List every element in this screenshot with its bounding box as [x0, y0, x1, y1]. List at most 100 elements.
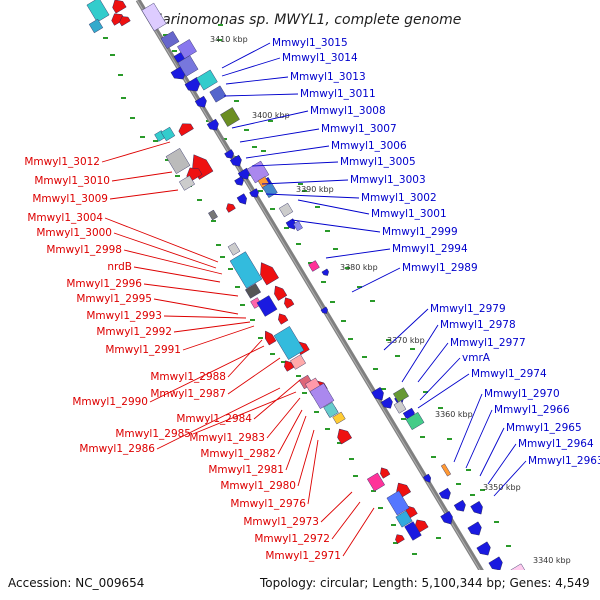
tick-mark: [308, 262, 313, 264]
tick-mark: [118, 74, 123, 76]
tick-mark: [252, 146, 257, 148]
gene-label-reverse[interactable]: Mmwyl1_2984: [176, 413, 252, 425]
gene-feature: [284, 297, 295, 309]
gene-label-reverse[interactable]: Mmwyl1_2988: [150, 371, 226, 383]
gene-feature: [177, 55, 199, 77]
gene-label-reverse[interactable]: Mmwyl1_2980: [220, 480, 296, 492]
gene-feature: [220, 107, 240, 127]
gene-feature: [229, 251, 263, 289]
tick-mark: [386, 339, 391, 341]
tick-mark: [250, 319, 255, 321]
gene-label-reverse[interactable]: Mmwyl1_2986: [79, 443, 155, 455]
gene-label-forward[interactable]: Mmwyl1_3013: [290, 71, 366, 83]
gene-label-forward[interactable]: Mmwyl1_2970: [484, 388, 560, 400]
gene-label-forward[interactable]: Mmwyl1_3005: [340, 156, 416, 168]
gene-label-forward[interactable]: Mmwyl1_2963: [528, 455, 600, 467]
gene-label-forward[interactable]: Mmwyl1_3007: [321, 123, 397, 135]
gene-label-forward[interactable]: Mmwyl1_2999: [382, 226, 458, 238]
gene-label-forward[interactable]: Mmwyl1_3006: [331, 140, 407, 152]
tick-mark: [261, 150, 266, 152]
gene-feature: [440, 463, 452, 477]
gene-feature: [249, 188, 259, 198]
gene-label-reverse[interactable]: Mmwyl1_2973: [243, 516, 319, 528]
gene-label-forward[interactable]: Mmwyl1_2965: [506, 422, 582, 434]
gene-feature: [423, 473, 431, 483]
tick-mark: [401, 418, 406, 420]
kbp-tick-label: 3410 kbp: [210, 35, 248, 44]
gene-label-forward[interactable]: Mmwyl1_2979: [430, 303, 506, 315]
label-connector: [227, 339, 263, 378]
label-connector: [277, 409, 303, 455]
gene-label-forward[interactable]: Mmwyl1_2966: [494, 404, 570, 416]
gene-label-reverse[interactable]: Mmwyl1_2985: [115, 428, 191, 440]
gene-label-reverse[interactable]: Mmwyl1_2981: [208, 464, 284, 476]
gene-feature: [386, 490, 410, 516]
gene-label-reverse[interactable]: Mmwyl1_2987: [150, 388, 226, 400]
gene-feature: [405, 411, 425, 431]
tick-mark: [140, 136, 145, 138]
label-connector: [149, 345, 265, 403]
tick-mark: [211, 220, 216, 222]
gene-label-reverse[interactable]: Mmwyl1_2996: [66, 278, 142, 290]
gene-label-reverse[interactable]: Mmwyl1_2991: [105, 344, 181, 356]
gene-label-forward[interactable]: Mmwyl1_2994: [392, 243, 468, 255]
gene-feature: [86, 0, 110, 23]
gene-label-reverse[interactable]: Mmwyl1_3004: [27, 212, 103, 224]
gene-label-reverse[interactable]: Mmwyl1_3012: [24, 156, 100, 168]
gene-label-forward[interactable]: Mmwyl1_3003: [350, 174, 426, 186]
gene-label-forward[interactable]: Mmwyl1_2977: [450, 337, 526, 349]
gene-label-forward[interactable]: Mmwyl1_3011: [300, 88, 376, 100]
gene-label-reverse[interactable]: Mmwyl1_2993: [86, 310, 162, 322]
label-connector: [465, 409, 493, 469]
gene-feature: [274, 285, 288, 301]
kbp-tick-label: 3380 kbp: [340, 263, 378, 272]
gene-label-reverse[interactable]: Mmwyl1_3009: [32, 193, 108, 205]
gene-feature: [226, 203, 236, 213]
gene-label-reverse[interactable]: Mmwyl1_2995: [76, 293, 152, 305]
tick-mark: [247, 174, 252, 176]
gene-label-reverse[interactable]: Mmwyl1_2992: [96, 326, 172, 338]
gene-label-reverse[interactable]: Mmwyl1_2972: [254, 533, 330, 545]
tick-mark: [314, 411, 319, 413]
tick-mark: [302, 190, 307, 192]
kbp-tick-label: 3360 kbp: [435, 410, 473, 419]
label-connector: [320, 491, 353, 523]
tick-mark: [381, 388, 386, 390]
kbp-tick-label: 3370 kbp: [387, 336, 425, 345]
label-connector: [231, 110, 309, 129]
label-connector: [417, 342, 449, 383]
gene-feature: [366, 472, 386, 492]
gene-label-forward[interactable]: Mmwyl1_2989: [402, 262, 478, 274]
gene-label-forward[interactable]: Mmwyl1_3001: [371, 208, 447, 220]
gene-label-reverse[interactable]: Mmwyl1_2982: [200, 448, 276, 460]
gene-label-forward[interactable]: vmrA: [462, 352, 491, 364]
tick-mark: [330, 301, 335, 303]
tick-mark: [258, 337, 263, 339]
gene-label-reverse[interactable]: Mmwyl1_3010: [34, 175, 110, 187]
gene-feature: [245, 283, 261, 299]
gene-label-reverse[interactable]: Mmwyl1_2983: [189, 432, 265, 444]
gene-feature: [293, 220, 303, 232]
gene-label-forward[interactable]: Mmwyl1_2978: [440, 319, 516, 331]
label-connector: [104, 217, 219, 263]
gene-label-reverse[interactable]: Mmwyl1_2990: [72, 396, 148, 408]
gene-label-forward[interactable]: Mmwyl1_2964: [518, 438, 594, 450]
gene-label-reverse[interactable]: Mmwyl1_2976: [230, 498, 306, 510]
gene-label-reverse[interactable]: Mmwyl1_3000: [36, 227, 112, 239]
gene-label-reverse[interactable]: nrdB: [107, 261, 132, 273]
gene-label-reverse[interactable]: Mmwyl1_2971: [265, 550, 341, 562]
gene-label-forward[interactable]: Mmwyl1_3008: [310, 105, 386, 117]
gene-label-forward[interactable]: Mmwyl1_2974: [471, 368, 547, 380]
gene-label-reverse[interactable]: Mmwyl1_2998: [46, 244, 122, 256]
gene-feature: [337, 428, 353, 445]
tick-mark: [349, 458, 354, 460]
gene-label-forward[interactable]: Mmwyl1_3015: [272, 37, 348, 49]
kbp-tick-label: 3390 kbp: [296, 185, 334, 194]
tick-mark: [165, 159, 170, 161]
gene-feature: [227, 242, 241, 256]
gene-feature: [208, 209, 218, 221]
gene-label-forward[interactable]: Mmwyl1_3002: [361, 192, 437, 204]
gene-label-forward[interactable]: Mmwyl1_3014: [282, 52, 358, 64]
label-connector: [401, 324, 439, 383]
